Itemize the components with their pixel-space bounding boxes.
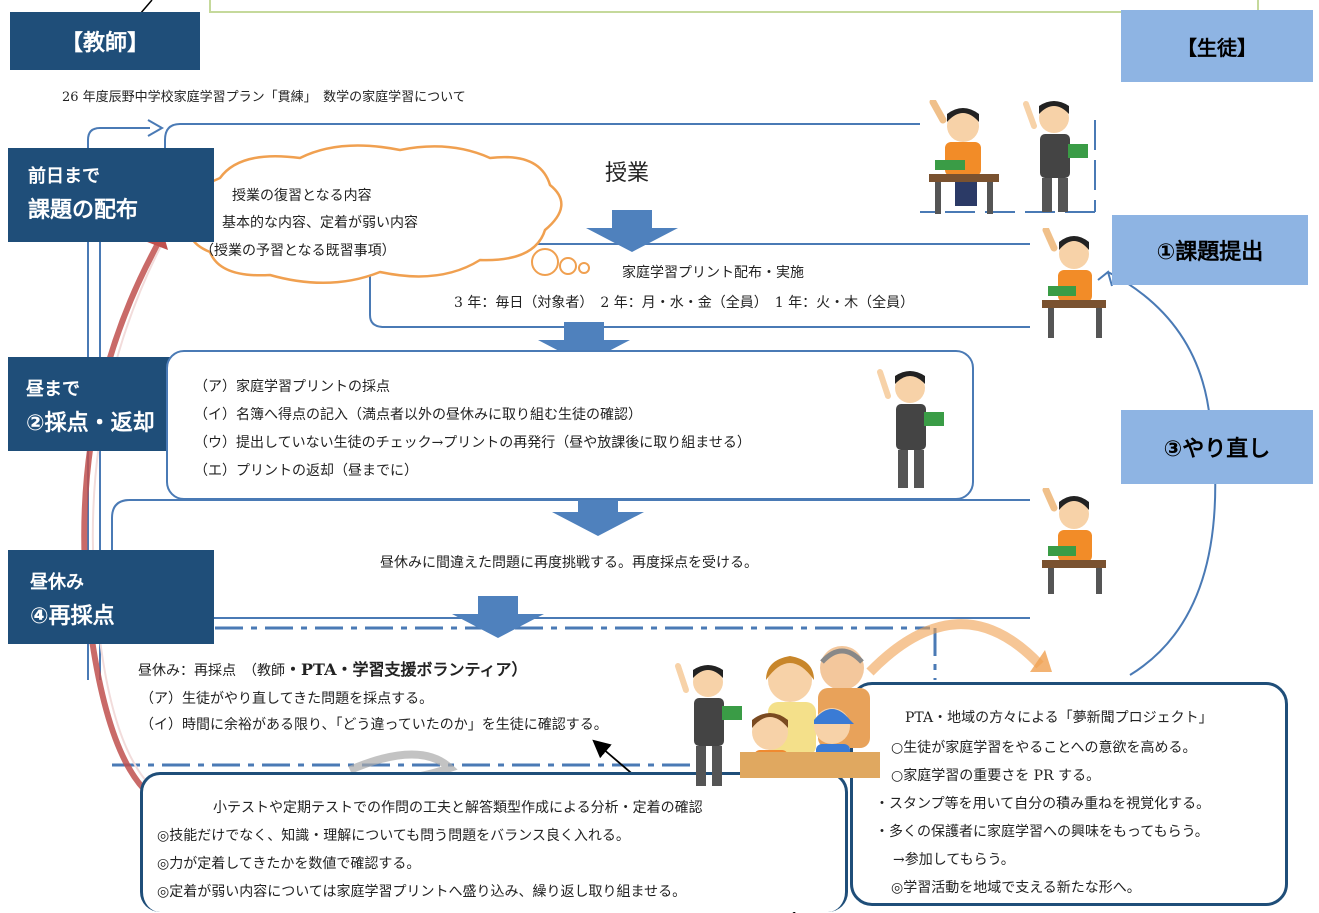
student-with-book-icon [1023,101,1088,212]
stage-label-line: 前日まで [28,166,100,187]
step-label-redo: ③やり直し [1121,410,1313,484]
cloud-text-line: 授業の復習となる内容 [232,188,372,204]
student-with-book-icon [675,663,742,786]
print-box-heading: 家庭学習プリント配布・実施 [622,265,804,281]
stage-label-line: ②採点・返却 [26,411,155,436]
regrade-item: （ア）生徒がやり直してきた問題を採点する。 [140,691,434,707]
down-arrow-icon [586,210,678,252]
print-box-schedule: 3 年：毎日（対象者） 2 年：月・水・金（全員） 1 年：火・木（全員） [454,295,915,311]
student-raising-hand-icon [1042,488,1106,594]
test-box-item: ◎定着が弱い内容については家庭学習プリントへ盛り込み、繰り返し取り組ませる。 [157,884,687,900]
student-label-text: 【生徒】 [1177,35,1257,60]
stage-label-previous-day: 前日まで 課題の配布 [8,148,214,242]
down-arrow-icon [538,322,630,364]
pta-box-heading: PTA・地域の方々による「夢新聞プロジェクト」 [905,710,1213,726]
test-box-item: ◎技能だけでなく、知識・理解についても問う問題をバランス良く入れる。 [157,828,630,844]
teacher-label: 【教師】 [10,12,200,70]
regrade-heading: 昼休み：再採点 （教師・PTA・学習支援ボランティア） [138,656,528,680]
test-box-item: ◎力が定着してきたかを数値で確認する。 [157,856,421,872]
lesson-title: 授業 [605,161,650,186]
step-label-submit: ①課題提出 [1112,215,1308,285]
test-box: 小テストや定期テストでの作問の工夫と解答類型作成による分析・定着の確認 ◎技能だ… [140,772,848,912]
regrade-heading-bold: ・PTA・学習支援ボランティア） [285,660,528,679]
step-label-text: ③やり直し [1163,437,1271,462]
regrade-item: （イ）時間に余裕がある限り、「どう違っていたのか」を生徒に確認する。 [140,717,608,733]
page-title: 26 年度辰野中学校家庭学習プラン「貫練」 数学の家庭学習について [62,90,466,105]
pta-box-item: ○生徒が家庭学習をやることへの意欲を高める。 [891,740,1197,756]
retry-band-text: 昼休みに間違えた問題に再度挑戦する。再度採点を受ける。 [380,555,758,571]
family-icon [740,646,880,778]
down-arrow-icon [452,596,544,638]
step-label-text: ①課題提出 [1156,240,1264,265]
stage-label-line: ④再採点 [30,604,115,629]
student-with-book-icon [877,369,944,488]
pta-box-item: ・多くの保護者に家庭学習への興味をもってもらう。 [875,824,1209,840]
stage-label-line: 課題の配布 [28,198,139,223]
grading-item: （エ）プリントの返却（昼までに） [194,463,418,479]
stage-label-line: 昼まで [26,379,80,400]
student-raising-hand-icon [929,100,999,214]
pta-box-item: ○家庭学習の重要さを PR する。 [891,768,1101,784]
cloud-text-line: 基本的な内容、定着が弱い内容 [222,215,418,231]
pta-box: PTA・地域の方々による「夢新聞プロジェクト」 ○生徒が家庭学習をやることへの意… [850,682,1288,906]
test-box-heading: 小テストや定期テストでの作問の工夫と解答類型作成による分析・定着の確認 [213,800,703,816]
grading-item: （ア）家庭学習プリントの採点 [194,379,390,395]
stage-label-lunch: 昼休み ④再採点 [8,550,214,644]
student-label: 【生徒】 [1121,10,1313,82]
grading-item: （ウ）提出していない生徒のチェック→プリントの再発行（昼や放課後に取り組ませる） [194,435,751,451]
pta-box-item: ◎学習活動を地域で支える新たな形へ。 [891,880,1141,896]
down-arrow-icon [552,494,644,536]
grading-box: （ア）家庭学習プリントの採点 （イ）名簿へ得点の記入（満点者以外の昼休みに取り組… [166,350,974,500]
student-raising-hand-icon [1042,228,1106,338]
teacher-label-text: 【教師】 [60,31,149,56]
regrade-heading-prefix: 昼休み：再採点 （教師 [138,663,285,679]
cloud-text-line: （授業の予習となる既習事項） [200,243,396,259]
grading-item: （イ）名簿へ得点の記入（満点者以外の昼休みに取り組む生徒の確認） [194,407,642,423]
pta-box-item: →参加してもらう。 [879,852,1015,868]
stage-label-line: 昼休み [30,572,84,593]
pta-box-item: ・スタンプ等を用いて自分の積み重ねを視覚化する。 [875,796,1211,812]
